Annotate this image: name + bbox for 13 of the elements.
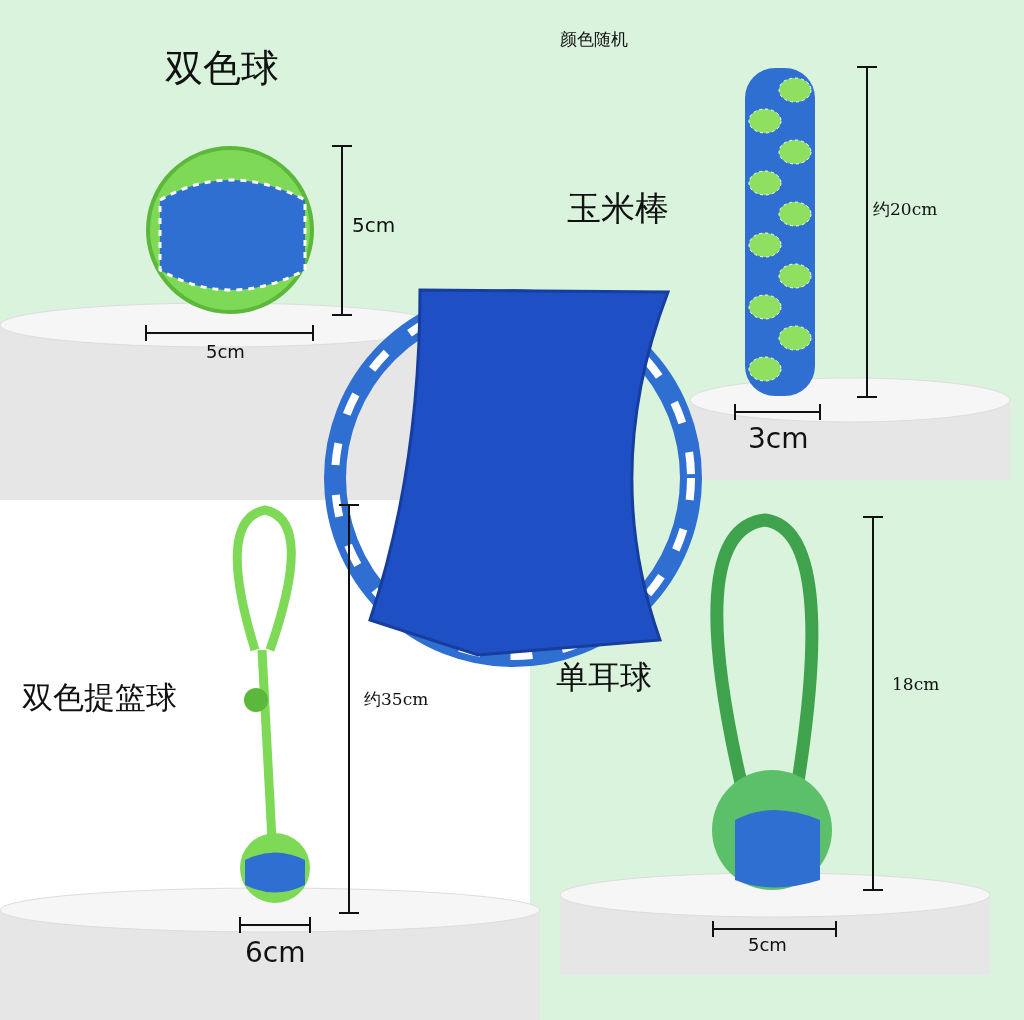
size-label: 5cm [748,935,787,955]
size-label: 约35cm [364,690,429,709]
product-name: 玉米棒 [567,190,669,228]
product-name: 单耳球 [556,660,652,696]
size-label: 5cm [352,214,396,236]
product-name: 双色提篮球 [22,680,177,715]
size-label: 18cm [892,675,940,694]
note: 颜色随机 [560,30,628,49]
size-label: 3cm [748,424,809,455]
size-label: 约20cm [873,200,938,219]
size-label: 5cm [206,342,245,362]
product-name: 双色球 [165,48,279,90]
size-label: 6cm [245,938,306,969]
